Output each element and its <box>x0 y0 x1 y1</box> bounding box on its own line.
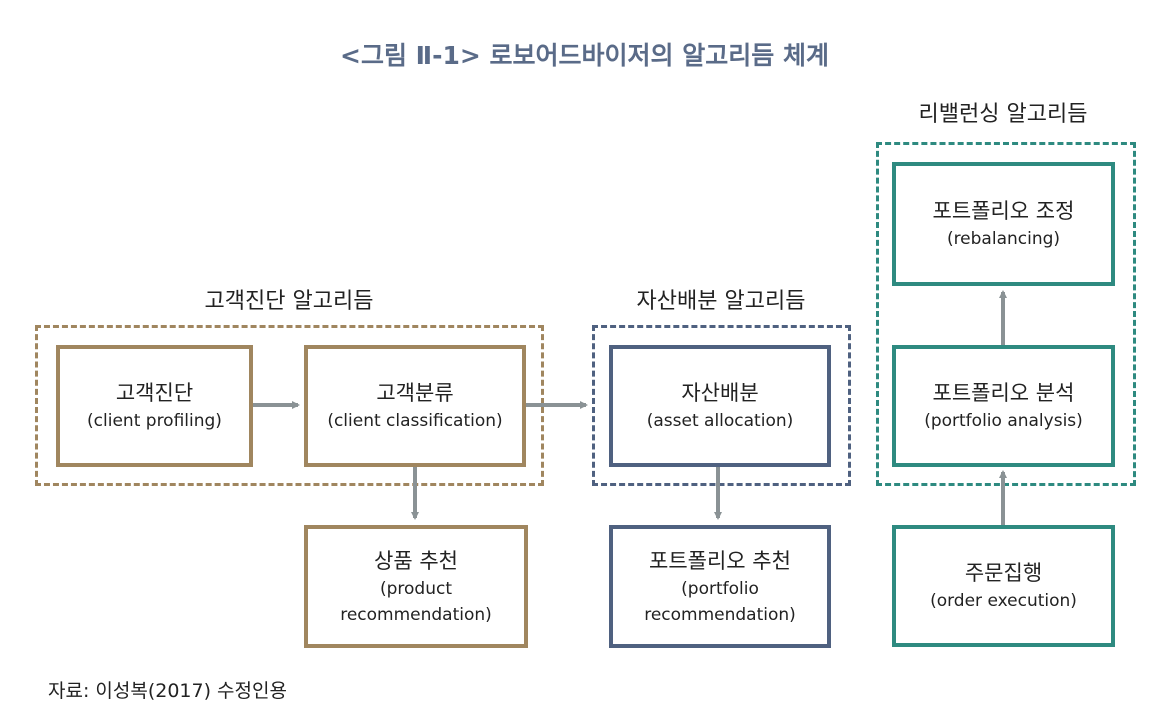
box-title: 고객분류 <box>376 381 454 405</box>
box-title: 상품 추천 <box>374 548 458 573</box>
box-subtitle: (asset allocation) <box>646 411 794 431</box>
box-client-classification: 고객분류 (client classification) <box>304 345 526 467</box>
box-subtitle-2: recommendation) <box>644 604 796 625</box>
box-subtitle: (rebalancing) <box>946 229 1061 249</box>
box-product-recommendation: 상품 추천 (product recommendation) <box>304 525 528 648</box>
box-portfolio-analysis: 포트폴리오 분석 (portfolio analysis) <box>892 345 1115 467</box>
box-subtitle: (order execution) <box>930 591 1077 611</box>
figure-title: <그림 Ⅱ-1> 로보어드바이저의 알고리듬 체계 <box>340 41 829 70</box>
group-rebalance <box>876 142 1136 486</box>
box-title: 포트폴리오 분석 <box>932 381 1075 405</box>
box-subtitle: (portfolio <box>681 578 759 599</box>
box-subtitle-2: recommendation) <box>340 604 492 625</box>
box-title: 고객진단 <box>115 381 194 405</box>
group-label-asset: 자산배분 알고리듬 <box>636 289 806 314</box>
source-note: 자료: 이성복(2017) 수정인용 <box>48 680 287 702</box>
box-title: 자산배분 <box>681 381 759 405</box>
box-asset-allocation: 자산배분 (asset allocation) <box>609 345 831 467</box>
box-subtitle: (client profiling) <box>87 411 222 431</box>
box-portfolio-recommendation: 포트폴리오 추천 (portfolio recommendation) <box>609 525 831 648</box>
box-title: 포트폴리오 조정 <box>932 199 1075 223</box>
box-order-execution: 주문집행 (order execution) <box>892 525 1115 647</box>
box-subtitle: (product <box>379 578 453 599</box>
box-subtitle: (client classification) <box>327 411 503 431</box>
box-rebalancing: 포트폴리오 조정 (rebalancing) <box>892 162 1115 286</box>
box-title: 포트폴리오 추천 <box>649 548 791 573</box>
group-label-client: 고객진단 알고리듬 <box>204 289 374 314</box>
box-client-profiling: 고객진단 (client profiling) <box>56 345 253 467</box>
group-label-rebalance: 리밸런싱 알고리듬 <box>918 102 1088 127</box>
box-title: 주문집행 <box>964 561 1043 585</box>
group-asset <box>592 325 851 486</box>
box-subtitle: (portfolio analysis) <box>924 411 1083 431</box>
